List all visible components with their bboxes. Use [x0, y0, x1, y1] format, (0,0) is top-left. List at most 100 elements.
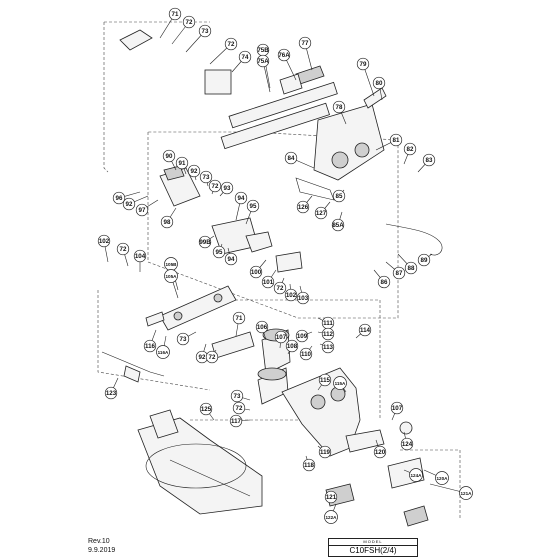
part-callout: 105B [164, 257, 178, 271]
callout-label: 115A [335, 381, 346, 386]
part-callout: 94 [234, 191, 248, 205]
part-callout: 95 [212, 245, 226, 259]
callout-circle [274, 330, 288, 344]
part-callout: 99B [198, 235, 212, 249]
slide-pipe-lower [220, 102, 330, 150]
callout-circle [143, 339, 157, 353]
label-plate [204, 69, 232, 95]
callout-label: 100 [251, 269, 262, 276]
callout-label: 72 [212, 183, 219, 190]
callout-circle [104, 386, 118, 400]
callout-circle [400, 437, 414, 451]
lever-assembly [159, 165, 303, 273]
callout-circle [331, 218, 345, 232]
guide-bracket [295, 177, 335, 201]
callout-circle [246, 199, 260, 213]
part-callout: 71 [168, 7, 182, 21]
callout-label: 93 [224, 185, 231, 192]
callout-label: 94 [228, 256, 235, 263]
part-callout: 121A [459, 486, 473, 500]
part-callout: 125 [199, 402, 213, 416]
part-callout: 73 [176, 332, 190, 346]
callout-circle [198, 235, 212, 249]
callout-circle [234, 191, 248, 205]
part-callout: 101 [261, 275, 275, 289]
part-callout: 92 [122, 197, 136, 211]
part-callout: 95 [246, 199, 260, 213]
callout-label: 73 [202, 28, 209, 35]
callout-circle [409, 468, 423, 482]
callout-label: 124A [411, 473, 423, 478]
callout-label: 83 [426, 157, 433, 164]
callout-label: 97 [139, 207, 146, 214]
callout-label: 96 [116, 195, 123, 202]
callout-label: 80 [376, 80, 383, 87]
callout-circle [302, 458, 316, 472]
callout-circle [232, 401, 246, 415]
callout-circle [417, 253, 431, 267]
part-callout: 73 [198, 24, 212, 38]
callout-label: 87 [396, 270, 403, 277]
part-callout: 111 [321, 316, 335, 330]
part-callout: 115 [318, 373, 332, 387]
callout-label: 111 [323, 320, 333, 327]
part-callout: 73 [230, 389, 244, 403]
callout-circle [277, 48, 291, 62]
callout-circle [135, 203, 149, 217]
callout-label: 99B [199, 239, 211, 246]
callout-label: 108 [287, 343, 298, 350]
callout-circle [112, 191, 126, 205]
turntable [137, 417, 263, 515]
part-callout: 81 [389, 133, 403, 147]
part-callout: 75B [256, 43, 269, 57]
callout-circle [403, 142, 417, 156]
callout-circle [208, 179, 222, 193]
part-callout: 71 [232, 311, 246, 325]
callout-circle [238, 50, 252, 64]
callout-circle [358, 323, 372, 337]
callout-label: 85A [332, 222, 344, 229]
part-callout: 124A [409, 468, 423, 482]
part-callout: 94 [224, 252, 238, 266]
callout-label: 105B [166, 262, 178, 267]
callout-circle [97, 234, 111, 248]
part-callout: 86 [377, 275, 391, 289]
callout-label: 73 [234, 393, 241, 400]
part-callout: 72 [116, 242, 130, 256]
callout-circle [392, 266, 406, 280]
callout-circle [198, 24, 212, 38]
part-callout: 79 [356, 57, 370, 71]
part-callout: 72 [273, 281, 287, 295]
pipe-holder [313, 103, 385, 181]
callout-circle [199, 402, 213, 416]
callout-label: 120A [437, 476, 449, 481]
callout-circle [168, 7, 182, 21]
part-callout: 80 [372, 76, 386, 90]
callout-circle [133, 249, 147, 263]
part-callout: 89 [417, 253, 431, 267]
part-callout: 75A [256, 54, 269, 68]
callout-circle [296, 200, 310, 214]
part-callout: 126 [296, 200, 310, 214]
callout-circle [356, 57, 370, 71]
part-callout: 119 [318, 445, 332, 459]
part-callout: 103 [296, 291, 310, 305]
callout-circle [199, 170, 213, 184]
callout-label: 102 [286, 292, 297, 299]
callout-circle [224, 37, 238, 51]
callout-label: 117 [231, 418, 242, 425]
callout-circle [372, 76, 386, 90]
part-callout: 91 [175, 156, 189, 170]
part-callout: 92 [187, 164, 201, 178]
part-callout: 74 [238, 50, 252, 64]
part-callout: 120A [435, 471, 449, 485]
callout-circle [373, 445, 387, 459]
callout-circle [164, 269, 178, 283]
part-callout: 102 [97, 234, 111, 248]
callout-label: 95 [250, 203, 257, 210]
part-callout: 76A [277, 48, 291, 62]
part-callout: 105A [164, 269, 178, 283]
callout-circle [296, 291, 310, 305]
part-callout: 72 [224, 37, 238, 51]
callout-label: 102 [99, 238, 110, 245]
